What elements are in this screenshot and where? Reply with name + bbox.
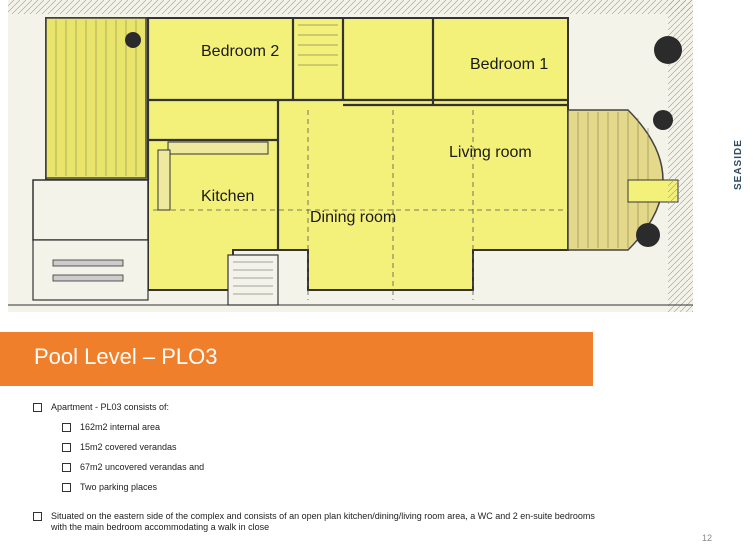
bullet-intro-text: Apartment - PL03 consists of: bbox=[51, 402, 170, 412]
page-number: 12 bbox=[702, 533, 713, 543]
room-label-living-room: Living room bbox=[449, 144, 532, 161]
section-banner: Pool Level – PLO3 bbox=[0, 332, 593, 386]
banner-title: Pool Level – PLO3 bbox=[34, 344, 218, 369]
bullet-item-text: 67m2 uncovered verandas and bbox=[80, 462, 205, 472]
bullet-item: 15m2 covered verandas bbox=[62, 442, 177, 452]
checkbox-bullet-icon bbox=[62, 443, 71, 452]
checkbox-bullet-icon bbox=[33, 403, 42, 412]
checkbox-bullet-icon bbox=[62, 463, 71, 472]
bullet-item: 67m2 uncovered verandas and bbox=[62, 462, 204, 472]
room-label-bedroom-1: Bedroom 1 bbox=[470, 56, 549, 73]
bullet-intro: Apartment - PL03 consists of: bbox=[33, 402, 169, 412]
bullet-item-text: 15m2 covered verandas bbox=[80, 442, 177, 452]
room-label-kitchen: Kitchen bbox=[201, 188, 255, 205]
bullet-item-text: 162m2 internal area bbox=[80, 422, 161, 432]
side-label: SEASIDE bbox=[733, 139, 744, 190]
floor-plan-drawing bbox=[8, 0, 693, 312]
bullet-item-text: Two parking places bbox=[80, 482, 158, 492]
checkbox-bullet-icon bbox=[33, 512, 42, 521]
bullet-item: Two parking places bbox=[62, 482, 157, 492]
floor-plan: Bedroom 2 Bedroom 1 Living room Kitchen … bbox=[8, 0, 693, 312]
bullet-description-text: Situated on the eastern side of the comp… bbox=[51, 511, 595, 532]
room-label-dining-room: Dining room bbox=[310, 209, 397, 226]
checkbox-bullet-icon bbox=[62, 483, 71, 492]
room-label-bedroom-2: Bedroom 2 bbox=[201, 43, 280, 60]
bullet-description: Situated on the eastern side of the comp… bbox=[33, 511, 611, 533]
checkbox-bullet-icon bbox=[62, 423, 71, 432]
bullet-item: 162m2 internal area bbox=[62, 422, 160, 432]
top-hatch bbox=[8, 0, 693, 14]
